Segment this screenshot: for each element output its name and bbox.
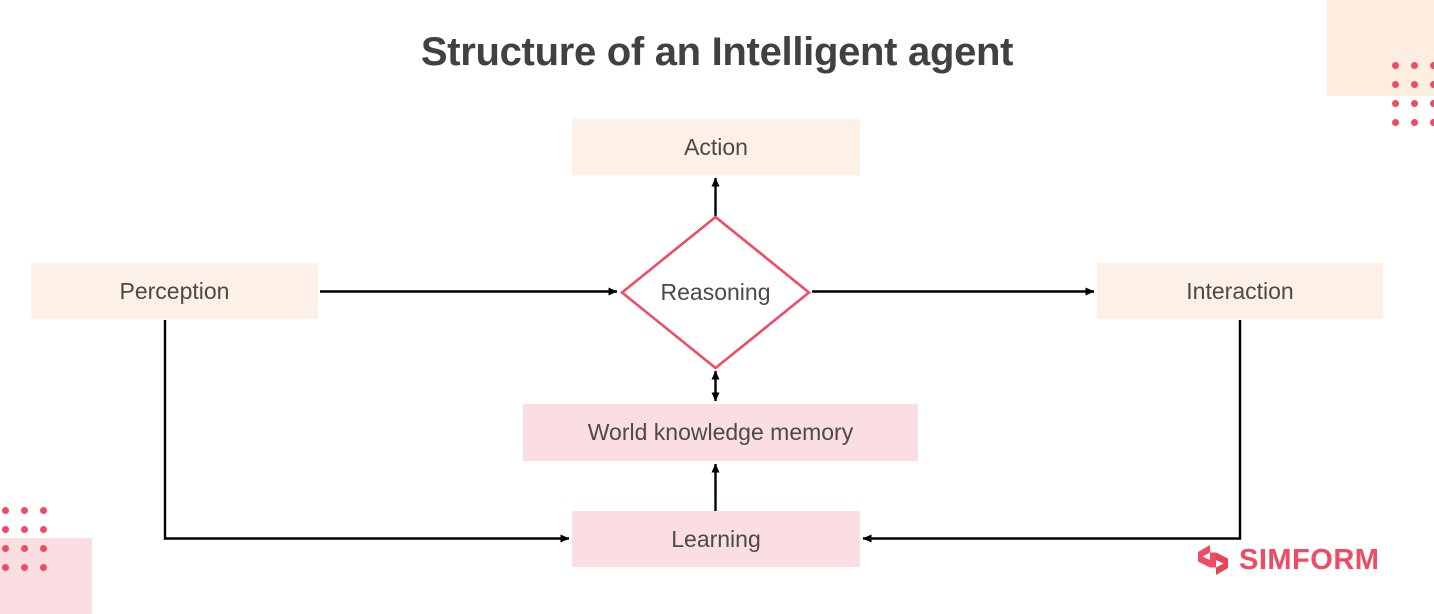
decoration-dot bbox=[1392, 62, 1399, 69]
diamond-shape-icon bbox=[620, 215, 811, 370]
decoration-dot bbox=[40, 507, 47, 514]
decoration-dot-grid-bottom-left bbox=[2, 507, 48, 577]
decoration-dot bbox=[2, 526, 9, 533]
node-world-knowledge-memory-label: World knowledge memory bbox=[587, 419, 854, 445]
decoration-dot bbox=[1430, 62, 1434, 69]
node-perception[interactable]: Perception bbox=[31, 263, 318, 319]
decoration-dot bbox=[1411, 81, 1418, 88]
decoration-dot bbox=[1392, 81, 1399, 88]
simform-wordmark: SIMFORM bbox=[1239, 543, 1380, 576]
decoration-dot bbox=[40, 545, 47, 552]
decoration-dot bbox=[21, 526, 28, 533]
decoration-dot bbox=[1392, 119, 1399, 126]
node-learning[interactable]: Learning bbox=[572, 511, 860, 567]
decoration-dot bbox=[1411, 119, 1418, 126]
decoration-dot bbox=[21, 507, 28, 514]
decoration-dot bbox=[40, 526, 47, 533]
node-reasoning[interactable]: Reasoning bbox=[620, 215, 811, 370]
node-learning-label: Learning bbox=[671, 525, 761, 552]
node-perception-label: Perception bbox=[119, 277, 230, 304]
edge-interaction-to-learning bbox=[862, 320, 1242, 543]
simform-mark-icon bbox=[1198, 545, 1228, 575]
decoration-dot bbox=[2, 564, 9, 571]
decoration-dot bbox=[2, 507, 9, 514]
decoration-dot bbox=[2, 545, 9, 552]
decoration-dot bbox=[1430, 100, 1434, 107]
simform-logo: SIMFORM bbox=[1196, 542, 1379, 578]
decoration-dot bbox=[1430, 119, 1434, 126]
node-reasoning-label: Reasoning bbox=[660, 279, 771, 305]
edge-perception-to-learning bbox=[163, 320, 570, 543]
decoration-dot bbox=[40, 564, 47, 571]
decoration-dot bbox=[1430, 81, 1434, 88]
decoration-dot bbox=[1411, 100, 1418, 107]
decoration-dot bbox=[21, 545, 28, 552]
decoration-cream-square-top-right bbox=[1327, 0, 1434, 96]
decoration-dot bbox=[1411, 62, 1418, 69]
node-interaction-label: Interaction bbox=[1186, 277, 1294, 304]
page-title: Structure of an Intelligent agent bbox=[420, 30, 1014, 74]
node-interaction[interactable]: Interaction bbox=[1097, 263, 1383, 319]
decoration-dot-grid-top-right bbox=[1392, 62, 1434, 132]
node-world-knowledge-memory[interactable]: World knowledge memory bbox=[523, 404, 918, 461]
node-action[interactable]: Action bbox=[572, 119, 860, 175]
decoration-dot bbox=[1392, 100, 1399, 107]
node-action-label: Action bbox=[684, 133, 748, 160]
decoration-dot bbox=[21, 564, 28, 571]
